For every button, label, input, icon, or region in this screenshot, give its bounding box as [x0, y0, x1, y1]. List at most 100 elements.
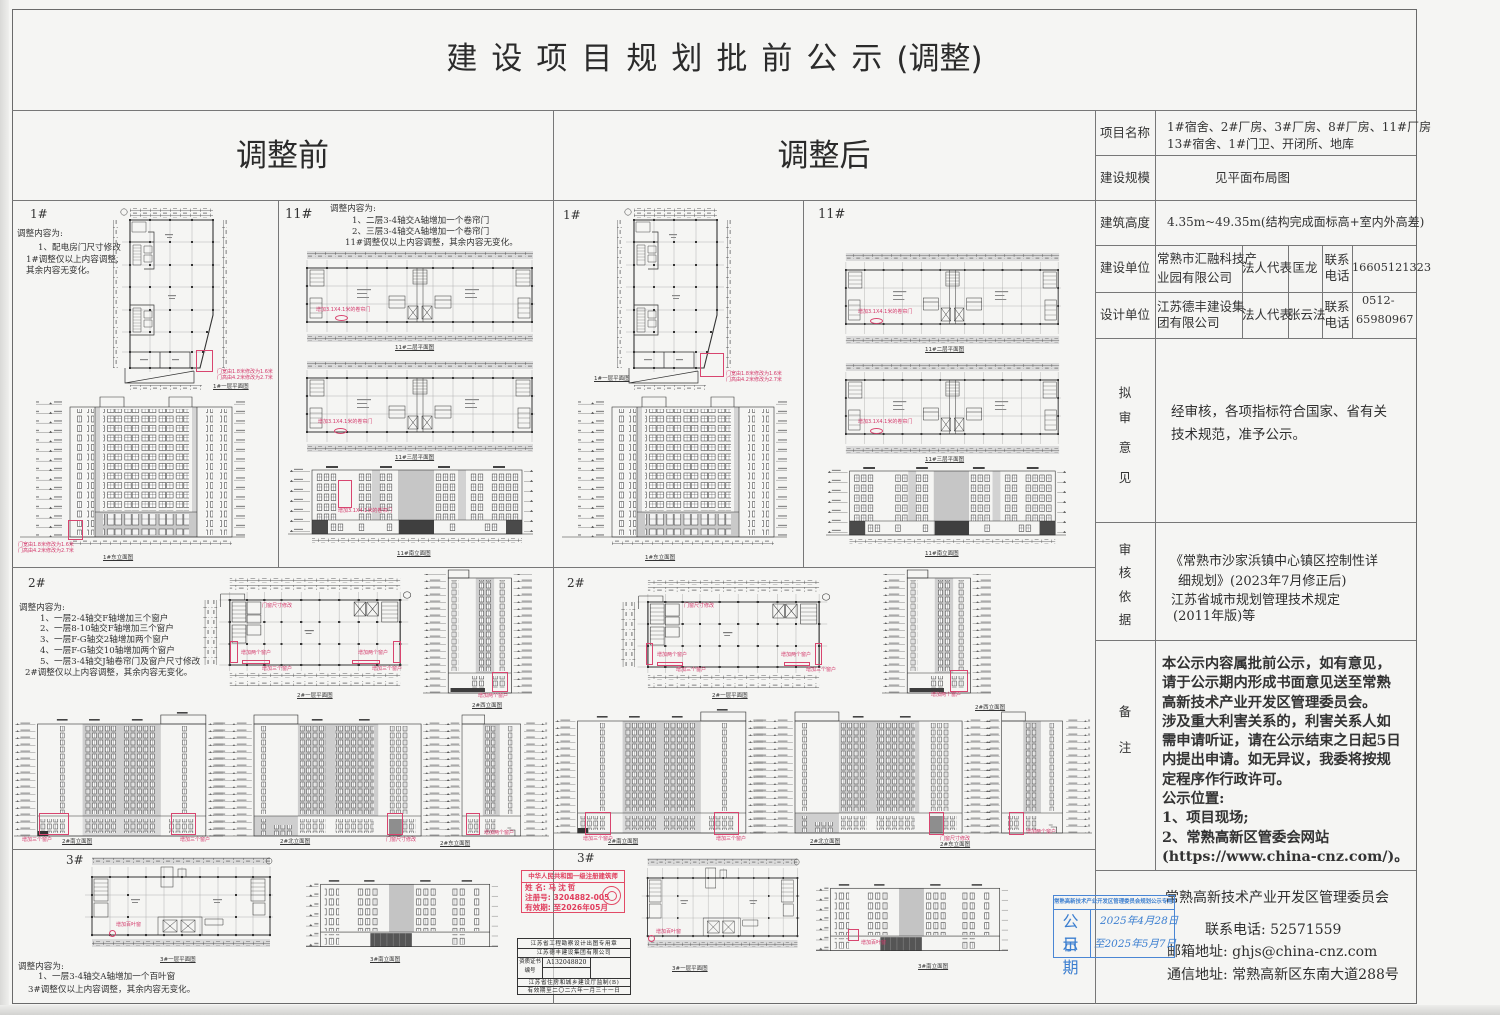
before-b1-red-note: 门宽由1.8米修改为1.6米: [217, 369, 273, 375]
publicity-end-date: 至2025年5月7日: [1094, 938, 1177, 950]
construction-scale-value: 见平面布局图: [1215, 170, 1291, 185]
architect-reg-number: 3204882-005: [553, 893, 610, 902]
before-b2-red-note: 增加两个窗户: [358, 650, 389, 656]
cert-label-line: 编号: [524, 968, 536, 974]
before-b2-note: 4、一层F-G轴交10轴增加两个窗户: [40, 646, 175, 656]
before-b2-south-caption: 2#南立面图: [62, 839, 93, 845]
before-b1-note: 1、配电房门尺寸修改: [38, 243, 121, 253]
contact-phone: 联系电话: 52571559: [1205, 922, 1342, 938]
architect-valid-date: 至2026年05月: [553, 903, 608, 912]
after-b11-change-marker: [870, 318, 883, 324]
remarks-line: 高新技术产业开发区管理委员会。: [1162, 694, 1377, 711]
remarks-line: 1、项目现场;: [1162, 810, 1249, 827]
remarks-line: 涉及重大利害关系的，利害关系人如: [1162, 713, 1391, 730]
after-b3-elevation-drawing: [816, 883, 1008, 952]
before-b1-red-note: 门高由4.2米修改为2.7米: [217, 375, 273, 381]
before-b2-red-note: 增加两个窗户: [241, 650, 272, 656]
designer-phone-label: 电话: [1324, 315, 1350, 330]
project-name-value: 1#宿舍、2#厂房、3#厂房、8#厂房、11#厂房: [1167, 120, 1432, 134]
before-b2-west-red-note: 增加两个窗户: [478, 693, 509, 699]
drawing-seal-cert-label: 资质证书编号: [518, 958, 543, 978]
notice-border: [12, 9, 1417, 1004]
designer-rep-label: 法人代表: [1242, 307, 1293, 322]
before-b1-elevation-caption: 1#东立面图: [103, 555, 134, 561]
info-label-column-line: [1155, 110, 1156, 870]
builder-company: 业园有限公司: [1157, 270, 1233, 285]
review-opinion-text: 经审核，各项指标符合国家、省有关: [1171, 404, 1387, 420]
mailing-address: 通信地址: 常熟高新区东南大道288号: [1167, 967, 1399, 983]
before-b11-red-note: 增加3.1X4.1米的卷帘门: [316, 307, 371, 313]
remarks-label-char: 备: [1118, 704, 1132, 719]
after-b2-red-note: 门窗尺寸修改: [684, 603, 715, 609]
before-b2-note: 1、一层2-4轴交F轴增加三个窗户: [40, 614, 169, 624]
before-b2-west-change-marker: [492, 672, 508, 692]
before-b1-elevation-drawing: [20, 396, 245, 545]
basis-label-char: 审: [1118, 542, 1132, 557]
before-b1-elev-change-marker: [68, 520, 83, 540]
heading-divider: [12, 200, 1095, 201]
before-b2-change-marker: [242, 660, 270, 664]
after-b2-red-note: 增加三个窗户: [676, 667, 707, 673]
building-height-value: 4.35m~49.35m(结构完成面标高+室内外高差): [1167, 215, 1425, 229]
remarks-text: 本公示内容属批前公示，如有意见， 请于公示期内形成书面意见送至常熟 高新技术产业…: [1162, 655, 1409, 867]
contact-email[interactable]: 邮箱地址: ghjs@china-cnz.com: [1167, 944, 1378, 960]
after-b1-plan-caption: 1#一层平面图: [594, 376, 630, 382]
after-b2-red-note: 增加两个窗户: [781, 652, 812, 658]
before-b3-notes-title: 调整内容为:: [18, 962, 64, 972]
publicity-stamp-label: 公示 日期: [1054, 910, 1091, 977]
info-row-line: [1095, 245, 1416, 246]
opinion-label-char: 意: [1118, 440, 1132, 455]
info-row-line: [1095, 292, 1416, 293]
before-b1-summary: 其余内容无变化。: [26, 266, 95, 276]
before-b11-3f-plan-caption: 11#三层平面图: [395, 455, 435, 461]
publicity-stamp-header: 常熟高新技术产业开发区管理委员会规划公示专用章: [1054, 896, 1174, 910]
before-b2-note: 5、一层3-4轴交J轴卷帘门及窗户尺寸修改: [40, 657, 201, 667]
before-b1-notes-title: 调整内容为:: [17, 229, 63, 239]
architect-valid-row: 有效期: 至2026年05月: [522, 903, 624, 913]
after-b2-change-marker: [815, 643, 822, 665]
after-b3-change-marker: [648, 935, 655, 942]
before-b3-label: 3#: [66, 853, 84, 867]
after-b1-elevation-caption: 1#东立面图: [645, 555, 676, 561]
architect-name-label: 姓 名:: [525, 883, 549, 892]
after-b2-west-elevation-drawing: [882, 569, 991, 694]
after-b3-elev-red-note: 增加百叶窗: [861, 940, 887, 946]
before-b3-summary: 3#调整仅以上内容调整，其余内容无变化。: [28, 985, 196, 995]
publicity-start-date: 2025年4月28日: [1100, 915, 1179, 927]
after-b2-plan-caption: 2#一层平面图: [712, 693, 748, 699]
after-b2-label: 2#: [567, 576, 585, 590]
after-b2-west-red-note: 增加两个窗户: [931, 692, 962, 698]
info-row-line: [1095, 870, 1416, 871]
info-row-line: [1095, 155, 1416, 156]
before-b3-elevation-caption: 3#南立面图: [370, 957, 401, 963]
after-b3-elevation-caption: 3#南立面图: [918, 964, 949, 970]
before-b3-elevation-drawing: [306, 879, 498, 948]
review-opinion-text: 技术规范，准予公示。: [1171, 427, 1306, 443]
after-b3-floor-plan-drawing: [640, 856, 800, 951]
construction-scale-label: 建设规模: [1099, 170, 1150, 185]
after-b11-2f-plan-caption: 11#二层平面图: [925, 347, 965, 353]
before-b2-north-caption: 2#北立面图: [280, 839, 311, 845]
before-b11-label: 11#: [285, 207, 313, 222]
after-b2-red-note: 增加三个窗户: [806, 667, 837, 673]
before-b1-floor-plan-drawing: [110, 207, 235, 392]
building-height-label: 建筑高度: [1099, 215, 1150, 230]
before-b11-elev-red-note: 增加3.1X4.1米的卷帘门: [338, 508, 393, 514]
before-b3-note: 1、一层3-4轴交A轴增加一个百叶窗: [38, 972, 176, 982]
review-basis-text: 江苏省城市规划管理技术规定: [1171, 593, 1341, 608]
after-b2-south-red-note: 增加三个窗户: [716, 836, 747, 842]
after-row1-divider: [803, 200, 804, 567]
basis-label-char: 核: [1118, 565, 1132, 580]
after-b3-plan-caption: 3#一层平面图: [672, 966, 708, 972]
before-b3-plan-caption: 3#一层平面图: [160, 957, 196, 963]
after-b2-change-marker: [646, 643, 653, 665]
before-b11-change-marker: [335, 315, 348, 321]
drawing-seal-validity: 有效期至二〇二六年一月三十一日: [527, 988, 621, 994]
remarks-line: 本公示内容属批前公示，如有意见，: [1162, 656, 1391, 672]
designer-company: 团有限公司: [1157, 315, 1220, 330]
seal-emblem-icon: [602, 886, 621, 905]
after-b2-east-caption: 2#东立面图: [940, 842, 971, 848]
info-panel-divider: [1095, 110, 1096, 1004]
remarks-website-link[interactable]: (https://www.china-cnz.com/)。: [1162, 848, 1409, 865]
after-b11-change-marker: [870, 428, 883, 434]
